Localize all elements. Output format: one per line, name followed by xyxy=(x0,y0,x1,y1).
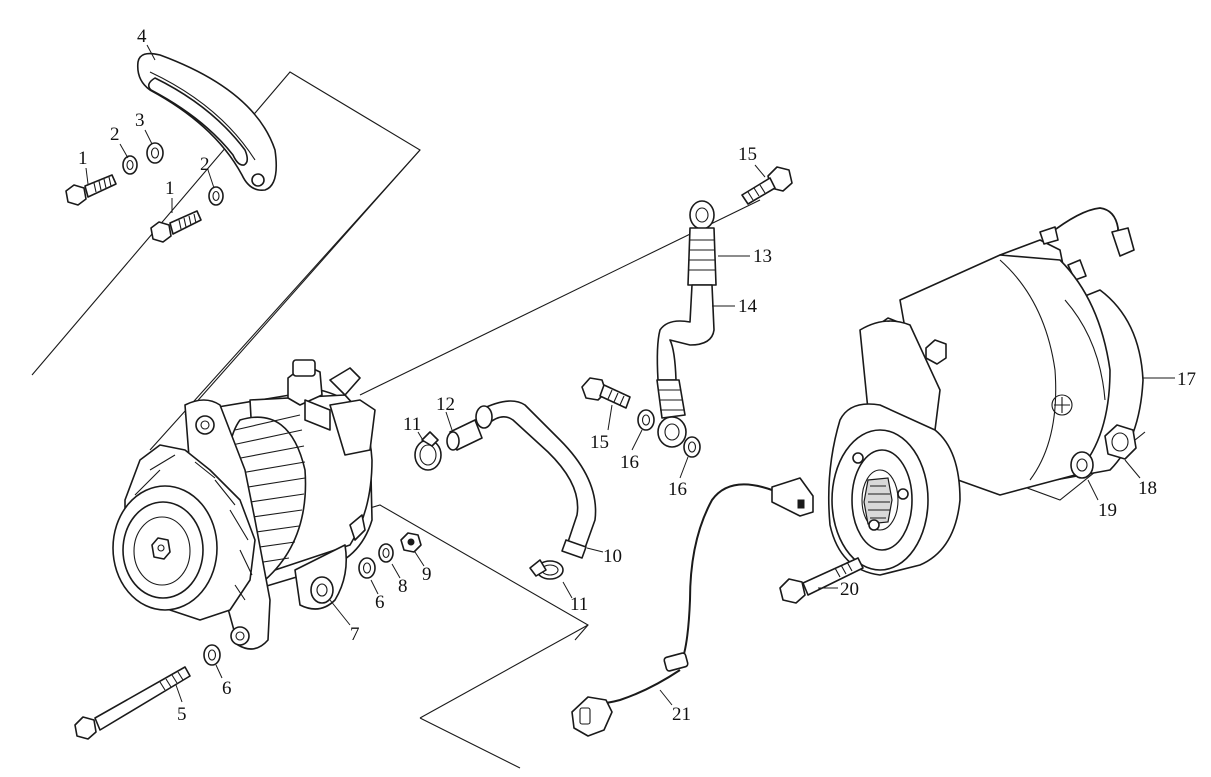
part-18-nut xyxy=(1104,424,1137,460)
part-6-washer-upper xyxy=(358,557,376,579)
alternator xyxy=(112,359,376,650)
callout-1-lower: 1 xyxy=(165,178,175,199)
callout-13: 13 xyxy=(753,246,772,267)
callout-6-upper: 6 xyxy=(375,592,385,613)
part-21-wire-harness xyxy=(571,477,814,737)
part-12-sleeve xyxy=(446,419,483,451)
callout-19: 19 xyxy=(1098,500,1117,521)
callout-4: 4 xyxy=(137,26,147,47)
callout-6-lower: 6 xyxy=(222,678,232,699)
callout-5: 5 xyxy=(177,704,187,725)
part-19-lock-washer xyxy=(1070,451,1094,479)
callout-20: 20 xyxy=(840,579,859,600)
part-17-starter-motor xyxy=(827,207,1144,576)
part-9-nut xyxy=(400,532,422,553)
part-10-oil-pipe xyxy=(475,400,597,559)
callout-3: 3 xyxy=(135,110,145,131)
callout-10: 10 xyxy=(603,546,622,567)
callout-15-upper: 15 xyxy=(738,144,757,165)
callout-21: 21 xyxy=(672,704,691,725)
part-11-clip-lower xyxy=(529,559,564,580)
callout-2-lower: 2 xyxy=(200,154,210,175)
part-6-washer-lower xyxy=(203,644,221,666)
part-16-sealing-washers xyxy=(637,409,701,458)
callout-labels: 1 2 3 4 2 1 15 13 14 15 16 16 17 11 12 1… xyxy=(78,26,1196,725)
callout-11-lower: 11 xyxy=(570,594,588,615)
callout-16-right: 16 xyxy=(668,479,687,500)
part-4-adjusting-bracket xyxy=(136,52,278,192)
callout-16-left: 16 xyxy=(620,452,639,473)
callout-2-upper: 2 xyxy=(110,124,120,145)
part-11-clip-upper xyxy=(414,431,442,471)
part-13-14-oil-hose xyxy=(656,200,717,448)
callout-15-lower: 15 xyxy=(590,432,609,453)
part-1-bolt-lower xyxy=(150,210,202,243)
part-5-long-bolt xyxy=(74,666,191,740)
callout-7: 7 xyxy=(350,624,360,645)
callout-1-upper: 1 xyxy=(78,148,88,169)
part-3-flat-washer xyxy=(146,142,164,164)
part-8-lock-washer xyxy=(378,543,394,563)
part-15-banjo-bolt-upper xyxy=(741,166,793,205)
leader-lines xyxy=(85,44,1175,706)
callout-14: 14 xyxy=(738,296,758,317)
callout-17: 17 xyxy=(1177,369,1196,390)
part-1-bolt-upper xyxy=(65,174,117,206)
callout-12: 12 xyxy=(436,394,455,415)
callout-11-upper: 11 xyxy=(403,414,421,435)
part-2-lock-washer-lower xyxy=(208,186,224,206)
part-20-starter-bolt xyxy=(779,557,864,604)
callout-9: 9 xyxy=(422,564,432,585)
callout-8: 8 xyxy=(398,576,408,597)
part-2-lock-washer-upper xyxy=(122,155,138,175)
part-15-banjo-bolt-lower xyxy=(581,377,631,409)
callout-18: 18 xyxy=(1138,478,1157,499)
